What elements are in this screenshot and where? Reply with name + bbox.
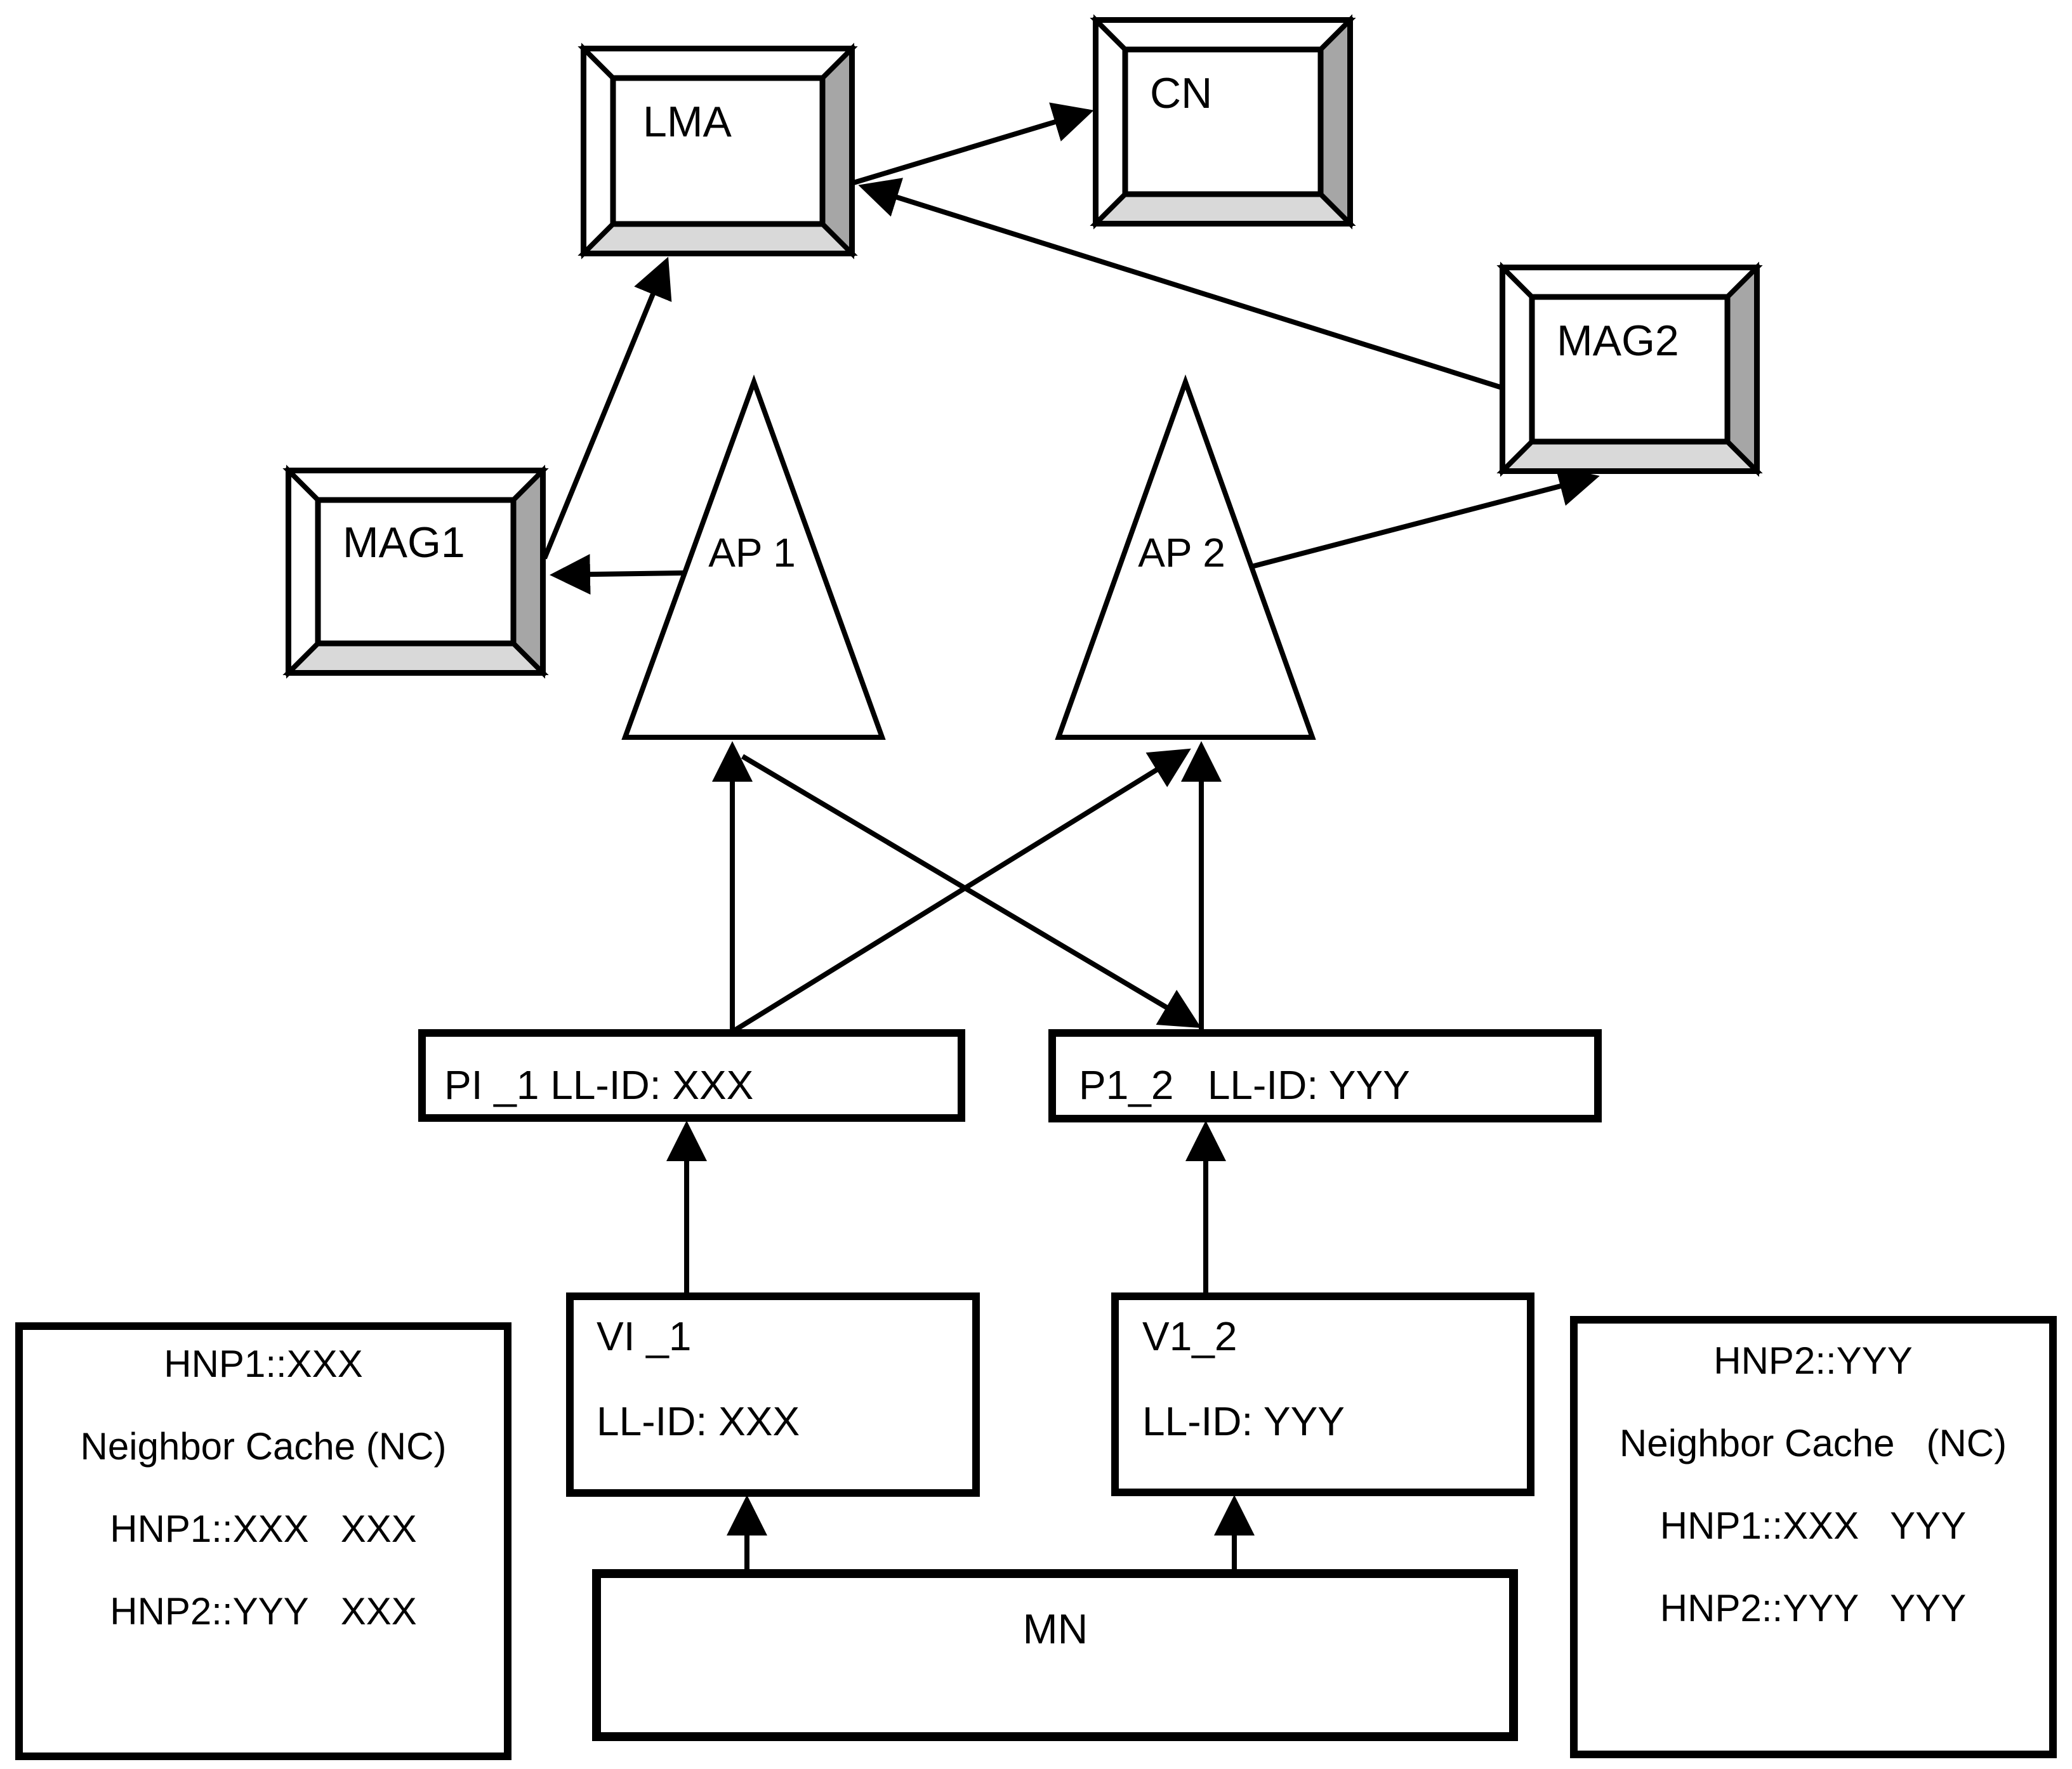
node-mag1: MAG1 — [282, 464, 549, 679]
ap1-triangle — [621, 374, 886, 740]
mn-box — [592, 1569, 1518, 1741]
neighbor-cache-left: HNP1::XXX Neighbor Cache (NC) HNP1::XXX … — [15, 1322, 511, 1760]
nc-right-box — [1570, 1316, 2057, 1758]
pif1-box — [418, 1029, 965, 1122]
lma-label: LMA — [643, 98, 732, 146]
pif1-label: PI _1 LL-ID: XXX — [444, 1062, 753, 1108]
cn-screen — [1122, 46, 1324, 197]
vif2-label-line1: V1_2 — [1142, 1313, 1237, 1359]
vif1-label-line2: LL-ID: XXX — [597, 1398, 800, 1444]
arrow-lma-to-cn — [852, 102, 1094, 185]
nc-right-line-1: HNP2::YYY — [1713, 1339, 1912, 1382]
arrow-ap1-to-p12 — [741, 754, 1201, 1029]
node-pif2: P1_2 LL-ID: YYY — [1048, 1029, 1602, 1122]
neighbor-cache-right: HNP2::YYY Neighbor Cache (NC) HNP1::XXX … — [1570, 1316, 2057, 1758]
cn-bevel-right — [1318, 14, 1352, 230]
mag2-bevel-bottom — [1496, 439, 1763, 473]
ap1-label: AP 1 — [708, 530, 796, 575]
mag2-bevel-left — [1500, 261, 1534, 477]
ap2-triangle — [1055, 374, 1316, 740]
vif1-label-line1: VI _1 — [597, 1313, 691, 1359]
node-pif1: PI _1 LL-ID: XXX — [418, 1029, 965, 1122]
node-vif2: V1_2 LL-ID: YYY — [1111, 1292, 1534, 1496]
node-mn: MN — [592, 1569, 1518, 1741]
arrow-mag2-to-lma — [858, 178, 1505, 391]
nc-left-line-1: HNP1::XXX — [164, 1343, 362, 1385]
nc-left-box — [15, 1322, 511, 1760]
mn-label: MN — [1023, 1605, 1088, 1652]
node-vif1: VI _1 LL-ID: XXX — [566, 1292, 980, 1497]
cn-bevel-bottom — [1090, 192, 1356, 226]
cn-label: CN — [1150, 69, 1212, 117]
arrow-ap2-to-mag2 — [1250, 466, 1600, 569]
arrow-mag1-to-lma — [542, 256, 672, 560]
nc-right-line-4: HNP2::YYY YYY — [1660, 1587, 1966, 1629]
pif2-label: P1_2 LL-ID: YYY — [1079, 1062, 1410, 1108]
vif2-label-line2: LL-ID: YYY — [1142, 1398, 1345, 1444]
nc-left-line-2: Neighbor Cache (NC) — [81, 1425, 447, 1468]
node-cn: CN — [1090, 14, 1356, 230]
cn-bevel-top — [1090, 18, 1356, 52]
mag1-bevel-right — [511, 464, 545, 679]
node-mag2: MAG2 — [1496, 261, 1763, 477]
lma-bevel-left — [581, 43, 616, 260]
nc-right-line-2: Neighbor Cache (NC) — [1620, 1422, 2007, 1464]
arrow-pi1-to-ap2 — [730, 748, 1191, 1034]
nc-right-line-3: HNP1::XXX YYY — [1660, 1504, 1966, 1547]
vif2-box — [1111, 1292, 1534, 1496]
node-ap1: AP 1 — [621, 374, 886, 740]
mag2-label: MAG2 — [1557, 317, 1679, 365]
arrow-ap1-to-mag1 — [550, 554, 684, 595]
nc-left-line-3: HNP1::XXX XXX — [110, 1508, 417, 1550]
cn-bevel-left — [1093, 14, 1128, 230]
lma-screen — [610, 75, 826, 227]
node-ap2: AP 2 — [1055, 374, 1316, 740]
mag1-bevel-left — [286, 464, 320, 679]
mag2-bevel-top — [1496, 265, 1763, 299]
lma-bevel-top — [577, 46, 858, 81]
pif2-box — [1048, 1029, 1602, 1122]
ap2-label: AP 2 — [1138, 530, 1225, 575]
vif1-box — [566, 1292, 980, 1497]
node-lma: LMA — [577, 43, 858, 260]
mag2-screen — [1529, 294, 1731, 445]
lma-bevel-right — [820, 43, 854, 260]
mag2-bevel-right — [1725, 261, 1759, 477]
mag1-screen — [315, 497, 517, 647]
edges — [542, 102, 1600, 1572]
mag1-bevel-top — [282, 468, 549, 503]
mag1-bevel-bottom — [282, 641, 549, 675]
lma-bevel-bottom — [577, 221, 858, 256]
nc-left-line-4: HNP2::YYY XXX — [110, 1590, 417, 1633]
mag1-label: MAG1 — [343, 518, 465, 567]
